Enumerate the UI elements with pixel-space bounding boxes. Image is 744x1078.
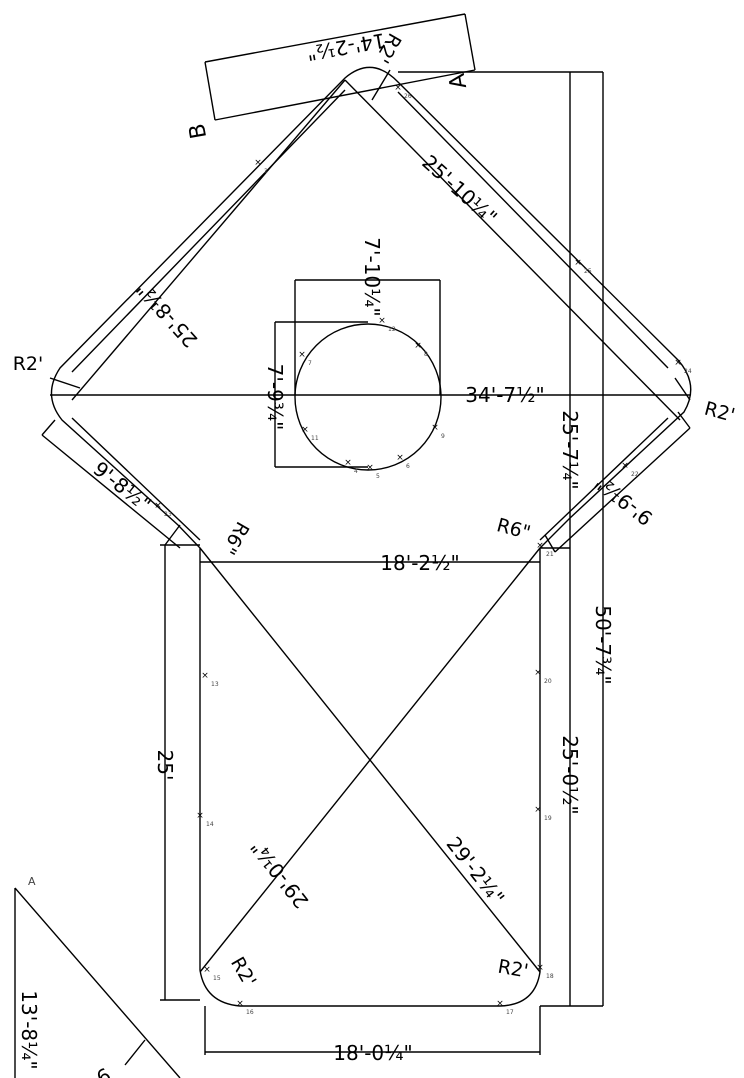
dim-upper-right-diagonal: 25'-10¼" [417,150,502,230]
radius-right: R2' [702,398,737,427]
circle-dim-box [274,279,441,468]
label-a: A [445,72,472,91]
dim-top-span: 14'-2½" [305,28,387,65]
point-mark: × [534,668,542,678]
point-mark: × [201,671,209,681]
point-number: 20 [544,678,552,685]
left-short-dim [41,419,181,549]
point-number: 24 [684,368,692,375]
rect-left-dim [160,544,200,1001]
dim-upper-height: 25'-7¼" [558,410,582,489]
outline-shape [50,66,692,1007]
point-number: 25 [584,268,592,275]
point-mark: × [674,358,682,368]
point-number: 16 [246,1009,254,1016]
point-number: 8 [424,351,428,358]
point-number: 14 [206,821,214,828]
point-number: 6 [406,463,410,470]
point-mark: × [196,811,204,821]
point-mark: × [378,316,386,326]
dim-rect-bottom-width: 18'-0¼" [333,1041,412,1065]
dim-circle-height: 7'-9¾" [263,364,287,431]
label-b: B [185,122,212,141]
point-mark: × [366,463,374,473]
point-mark: × [536,963,544,973]
point-mark: × [254,158,262,168]
inner-outline [71,89,669,541]
point-number: 11 [311,435,319,442]
point-number: 12 [388,326,396,333]
point-mark: × [344,458,352,468]
dim-rect-top-width: 18'-2½" [380,551,459,575]
upper-right-diag-dim [344,79,681,421]
point-mark: × [301,425,309,435]
rect-diagonal-right [199,547,541,973]
radius-leaders [49,69,691,401]
point-mark: × [536,541,544,551]
point-mark: × [431,423,439,433]
point-number: 13 [211,681,219,688]
dim-overall-width: 34'-7½" [465,383,544,407]
point-number: 9 [441,433,445,440]
upper-left-diag-dim [71,79,346,401]
radius-left: R2' [13,353,44,375]
point-number: 23 [164,511,172,518]
radius-mid-right: R6" [494,514,533,544]
point-mark: × [621,461,629,471]
top-span-dim [204,13,476,121]
radius-mid-left: R6" [217,518,253,558]
point-mark: × [534,805,542,815]
point-mark: × [394,83,402,93]
dim-rect-left-height: 25' [153,750,177,781]
dim-partial-number: 9 [92,1062,115,1078]
center-circle [294,323,442,471]
rect-bottom-dim-line [204,1006,541,1055]
point-mark: × [236,999,244,1009]
point-mark: × [496,999,504,1009]
dim-circle-width: 7'-10¼" [360,237,384,316]
point-number: 19 [544,815,552,822]
dim-right-short: 9'-9½" [590,471,657,531]
point-number: 18 [546,973,554,980]
point-number: 21 [546,551,554,558]
radius-bottom-left: R2' [226,953,260,990]
point-number: 26 [404,93,412,100]
right-short-dim [544,411,691,553]
point-number: 3 [264,168,268,175]
point-number: 22 [631,471,639,478]
point-mark: × [414,341,422,351]
dim-partial-height: 13'-8¼" [17,990,41,1069]
point-mark: × [396,453,404,463]
dim-rect-right-height: 25'-0½" [558,735,582,814]
point-number: 5 [376,473,380,480]
point-markers: ×26×24×3×25×8×9×6×5×4×11×7×12×13×14×15×1… [154,83,692,1016]
dim-overall-height: 50'-7¾" [591,605,615,684]
point-mark: × [574,258,582,268]
label-a-partial: A [28,875,36,888]
radius-bottom-right: R2' [496,956,530,983]
dim-diag-right: 29'-2¼" [442,832,510,909]
point-mark: × [298,350,306,360]
point-mark: × [154,501,162,511]
point-number: 15 [213,975,221,982]
point-number: 4 [354,468,358,475]
point-mark: × [203,965,211,975]
partial-shape [14,887,181,1078]
point-number: 17 [506,1009,514,1016]
point-number: 7 [308,360,312,367]
